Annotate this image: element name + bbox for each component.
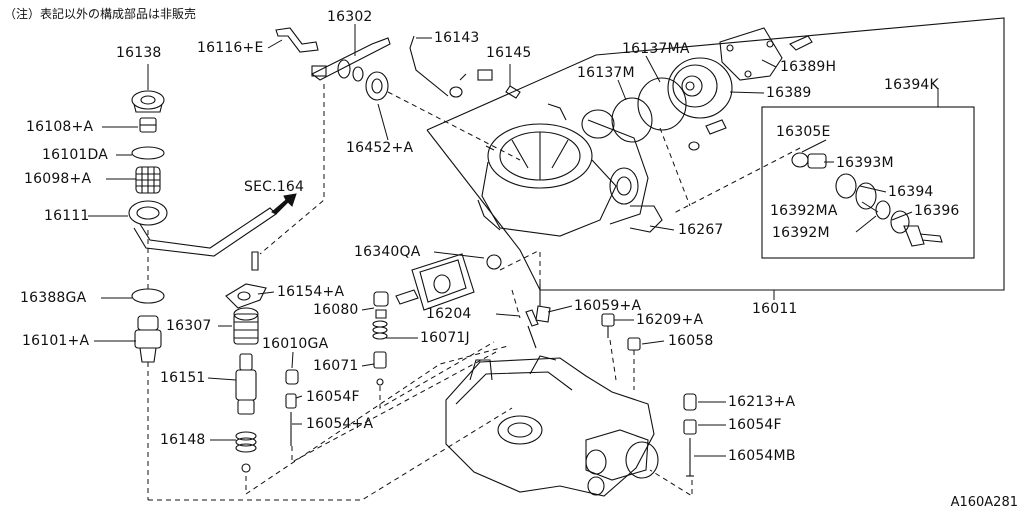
label-16302: 16302: [327, 9, 373, 25]
section-reference: SEC.164: [244, 179, 305, 195]
label-16010ga: 16010GA: [262, 336, 329, 352]
filter-16098a: [135, 166, 161, 194]
diagram-code: A160A281: [950, 495, 1018, 510]
label-16071: 16071: [313, 358, 359, 374]
spring-rings-16137: [611, 77, 687, 143]
banjo-bolt-16138: [131, 90, 165, 113]
label-16054f-right: 16054F: [728, 417, 782, 433]
label-16058: 16058: [668, 333, 714, 349]
jet-16209a: [601, 313, 615, 338]
label-16393m: 16393M: [836, 155, 894, 171]
gasket-16340qa: [411, 253, 502, 311]
label-16137m: 16137M: [577, 65, 635, 81]
label-16389h: 16389H: [780, 59, 837, 75]
valve-16151: [235, 353, 257, 415]
label-16054f-left: 16054F: [306, 389, 360, 405]
label-16151: 16151: [160, 370, 206, 386]
bolt-16116e: [275, 27, 319, 53]
spring-16071j: [372, 320, 388, 340]
label-16148: 16148: [160, 432, 206, 448]
jet-16058: [627, 337, 641, 351]
label-16054a: 16054+A: [306, 416, 374, 432]
washer-16388ga: [131, 288, 165, 304]
solenoid-16307: [233, 307, 259, 345]
jet-16071: [373, 351, 387, 386]
bolt-16145: [477, 69, 521, 99]
assembly-box-16394k: [761, 106, 975, 259]
screws-16010ga: [285, 369, 299, 446]
spring-16148: [235, 431, 257, 473]
fuel-hose-16111: [128, 200, 277, 257]
label-16143: 16143: [434, 30, 480, 46]
label-16394: 16394: [888, 184, 934, 200]
label-16054mb: 16054MB: [728, 448, 796, 464]
label-16340qa: 16340QA: [354, 244, 421, 260]
valve-16101a: [134, 315, 162, 363]
label-16392ma: 16392MA: [770, 203, 838, 219]
label-16392m: 16392M: [772, 225, 830, 241]
label-16080: 16080: [313, 302, 359, 318]
section-arrow-icon: [271, 193, 297, 215]
label-16111: 16111: [44, 208, 90, 224]
rod-16143: [409, 35, 467, 98]
jet-16059a: [535, 284, 551, 323]
label-16209a: 16209+A: [636, 312, 704, 328]
label-16098a: 16098+A: [24, 171, 92, 187]
label-16101a: 16101+A: [22, 333, 90, 349]
label-16396: 16396: [914, 203, 960, 219]
screws-16213a: [683, 393, 697, 477]
note-text: （注）表記以外の構成部品は非販売: [4, 7, 197, 21]
label-16389: 16389: [766, 85, 812, 101]
cover-16389h: [719, 27, 813, 81]
label-16137ma: 16137MA: [622, 41, 690, 57]
label-16213a: 16213+A: [728, 394, 796, 410]
washer-16101da: [131, 146, 165, 160]
jet-16204: [525, 309, 539, 349]
label-16071j: 16071J: [420, 330, 470, 346]
lever-16302: [310, 37, 391, 81]
carburetor-body: [477, 103, 663, 237]
label-16388ga: 16388GA: [20, 290, 87, 306]
screws: [688, 119, 727, 151]
label-16101da: 16101DA: [42, 147, 109, 163]
label-16452a: 16452+A: [346, 140, 414, 156]
bolt-16080: [373, 289, 419, 319]
assembly-frame-16011: [426, 17, 1005, 291]
label-16154a: 16154+A: [277, 284, 345, 300]
label-16011: 16011: [752, 301, 798, 317]
label-16145: 16145: [486, 45, 532, 61]
label-16204: 16204: [426, 306, 472, 322]
cv-parts-16394k: [791, 152, 943, 247]
label-16307: 16307: [166, 318, 212, 334]
label-16394k: 16394K: [884, 77, 939, 93]
label-16138: 16138: [116, 45, 162, 61]
diaphragm-housing-16389: [667, 57, 733, 119]
bolt-16108a: [139, 117, 157, 133]
label-16305e: 16305E: [776, 124, 831, 140]
label-16108a: 16108+A: [26, 119, 94, 135]
label-16267: 16267: [678, 222, 724, 238]
gasket-16154a: [225, 251, 267, 309]
label-16116e: 16116+E: [197, 40, 264, 56]
throttle-chamber: [445, 355, 659, 497]
label-16059a: 16059+A: [574, 298, 642, 314]
bushings-16452a: [337, 59, 389, 101]
